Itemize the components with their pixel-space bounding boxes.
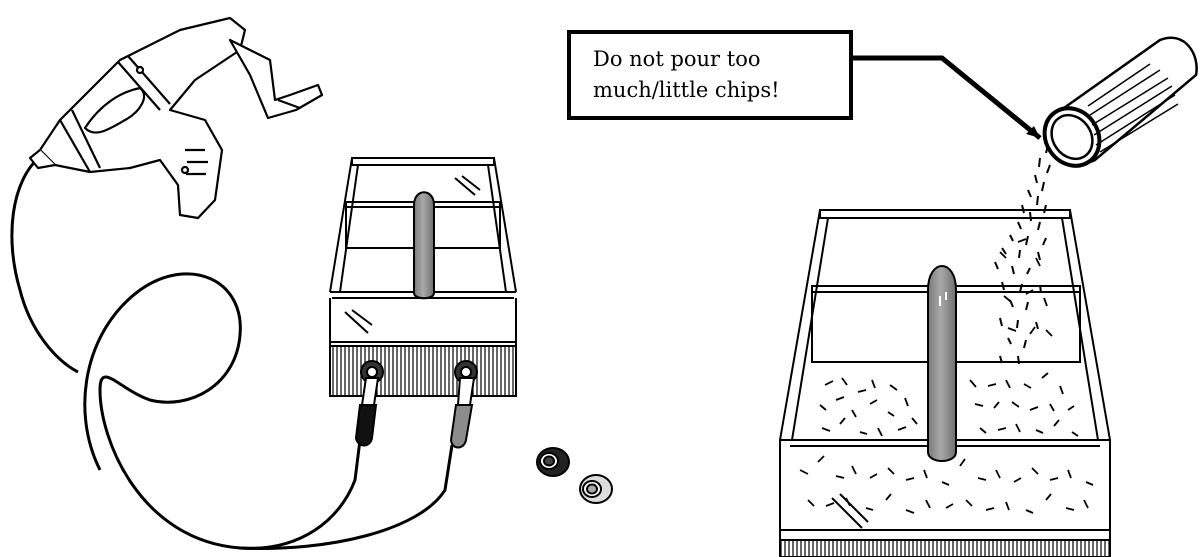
black-banana-plug-icon bbox=[356, 405, 376, 446]
lead-cable-icon bbox=[85, 274, 452, 549]
drill-cable-icon bbox=[12, 155, 78, 372]
callout-line-1: Do not pour too bbox=[593, 44, 835, 75]
callout-leader-line bbox=[853, 58, 1040, 138]
grey-rod-icon bbox=[928, 266, 956, 461]
terminal-cap-icon bbox=[537, 448, 569, 476]
callout-line-2: much/little chips! bbox=[593, 75, 835, 106]
hand-drill-icon bbox=[12, 18, 322, 372]
terminal-cap-icon bbox=[580, 475, 612, 503]
grey-banana-plug-icon bbox=[451, 405, 472, 448]
chip-cup-icon bbox=[1033, 38, 1196, 177]
callout-box: Do not pour too much/little chips! bbox=[567, 30, 853, 120]
grey-rod-icon bbox=[414, 192, 434, 298]
